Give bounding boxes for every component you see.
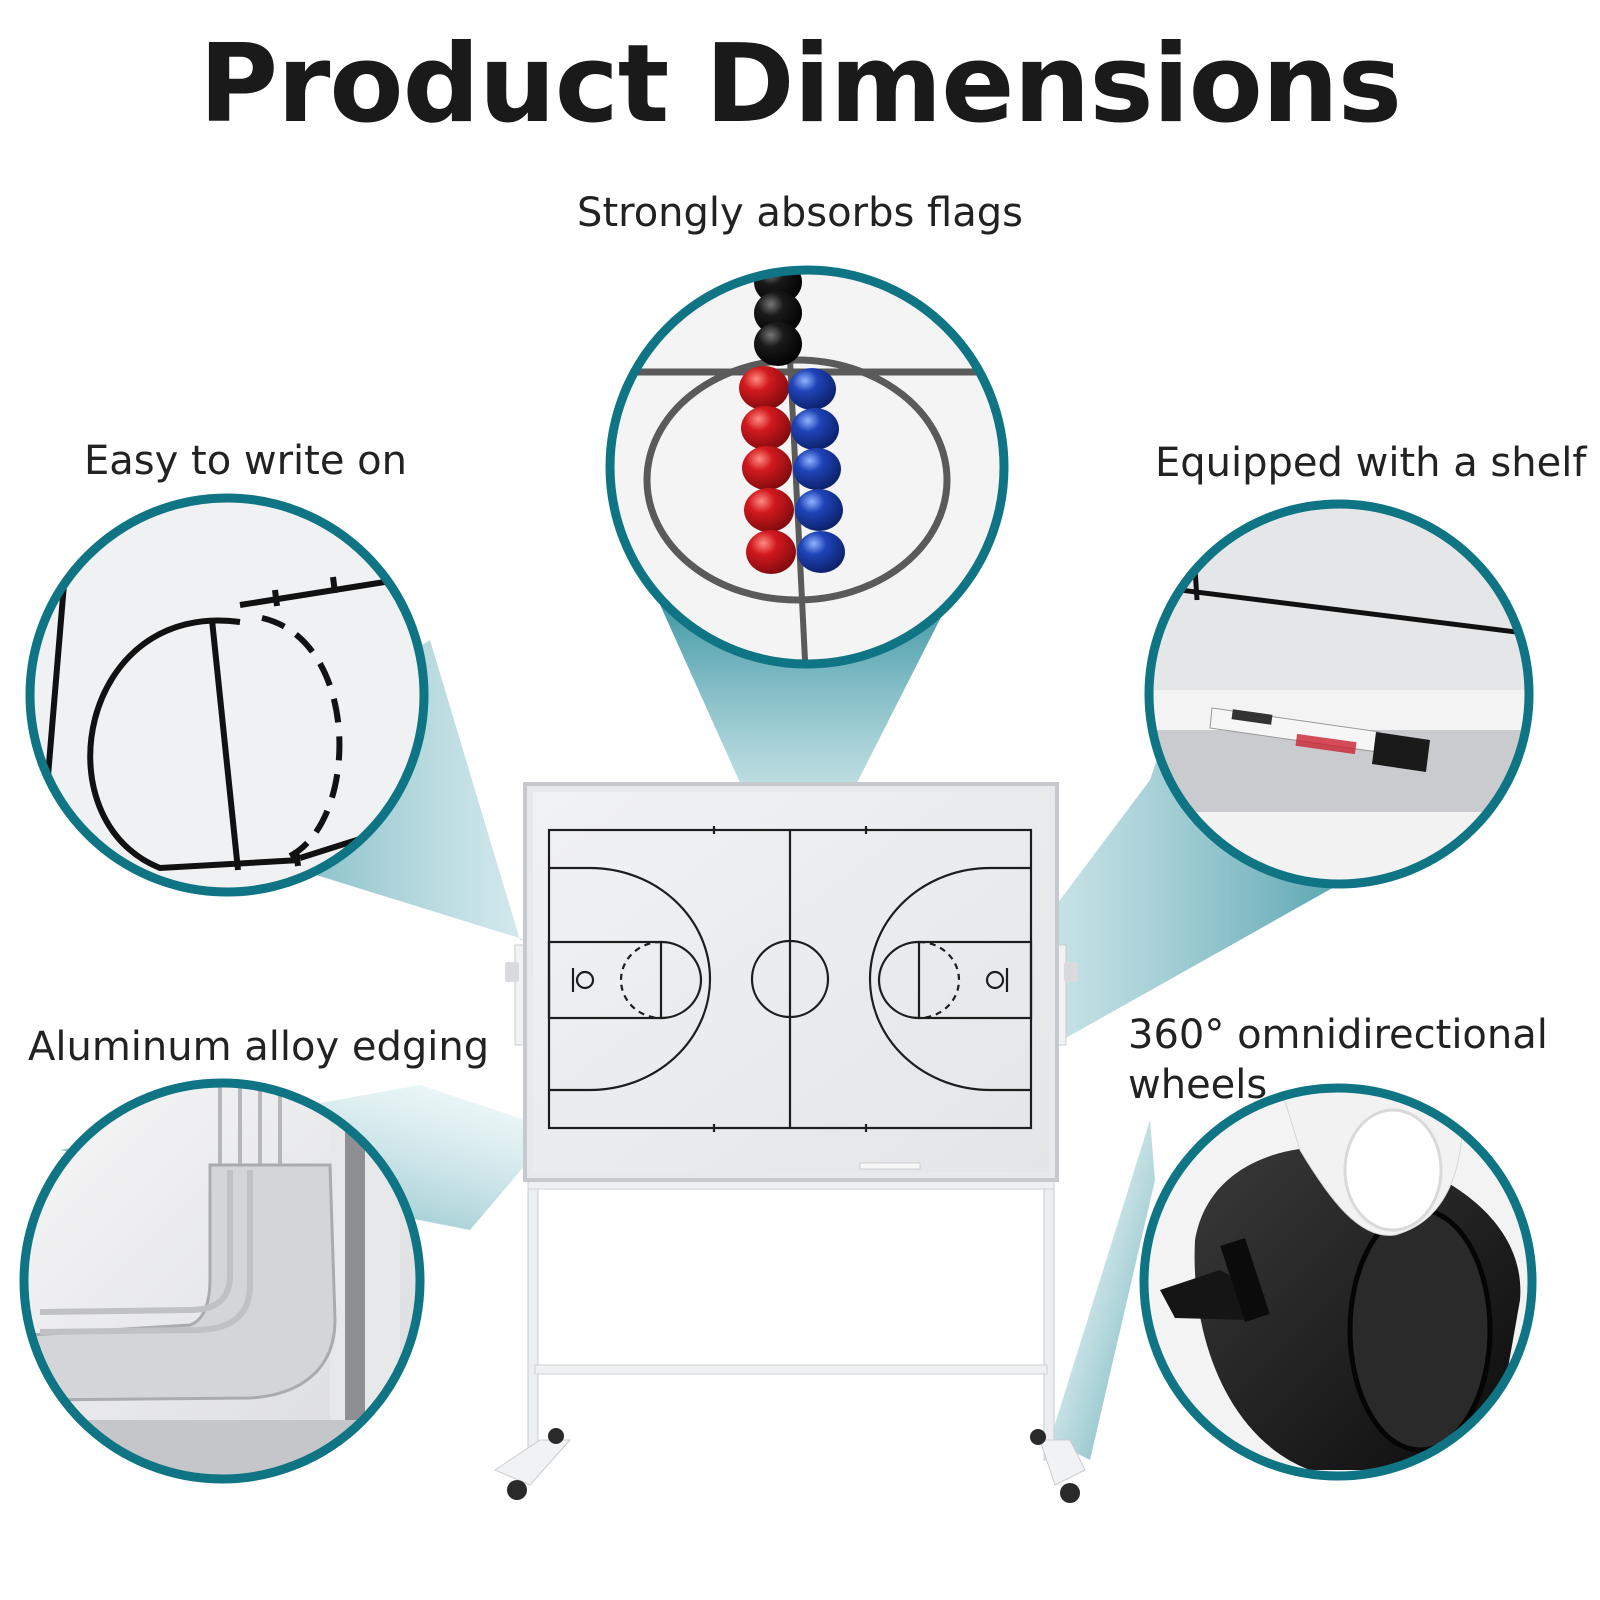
detail-circle-wheels [1139,1083,1537,1481]
detail-circle-flags [605,265,1009,669]
label-strongly-absorbs-flags: Strongly absorbs flags [577,190,1023,236]
page-title: Product Dimensions [198,22,1402,147]
marker-pen-icon [1209,707,1430,772]
label-omnidirectional-wheels: 360° omnidirectional wheels [1128,1012,1548,1108]
label-equipped-with-shelf: Equipped with a shelf [1155,440,1587,486]
detail-circle-alloy [19,1078,425,1484]
label-easy-to-write-on: Easy to write on [84,438,407,484]
detail-circle-write [25,493,429,897]
caster-wheel-icon [1144,1088,1532,1476]
label-aluminum-alloy-edging: Aluminum alloy edging [28,1024,490,1070]
whiteboard-stand [493,782,1086,1503]
